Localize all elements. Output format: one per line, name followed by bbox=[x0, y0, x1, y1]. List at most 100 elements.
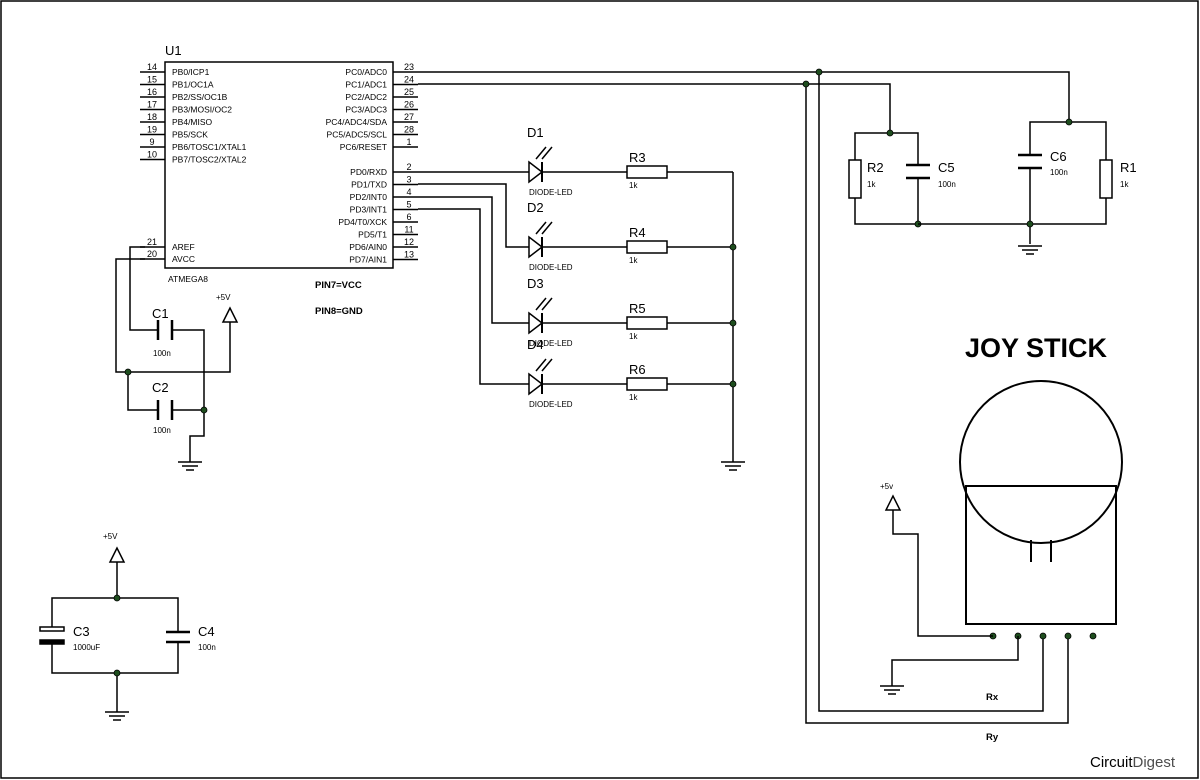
supply-decoupling: +5V C3 1000uF C4 100n bbox=[39, 532, 216, 721]
mcu-pin-number: 19 bbox=[147, 125, 157, 135]
c6-value: 100n bbox=[1050, 168, 1068, 177]
label-ry: Ry bbox=[986, 732, 999, 743]
resistor-ref: R4 bbox=[629, 225, 646, 240]
mcu-pin-number: 18 bbox=[147, 112, 157, 122]
r2-ref: R2 bbox=[867, 160, 884, 175]
junction bbox=[200, 406, 208, 414]
resistor-value: 1k bbox=[629, 181, 638, 190]
brand-logo: CircuitDigest bbox=[1090, 754, 1176, 771]
mcu-pin-number: 28 bbox=[404, 125, 414, 135]
led-resistor-body bbox=[626, 377, 668, 391]
c1-ref: C1 bbox=[152, 306, 169, 321]
mcu-pin-number: 21 bbox=[147, 237, 157, 247]
label-rx: Rx bbox=[986, 692, 999, 703]
mcu-pin-name: AVCC bbox=[172, 254, 195, 264]
ground-symbol-leds bbox=[721, 461, 745, 471]
mcu-pin-name: PC2/ADC2 bbox=[345, 92, 387, 102]
led-resistor-body bbox=[626, 316, 668, 330]
c5-value: 100n bbox=[938, 180, 956, 189]
mcu-pin-name: AREF bbox=[172, 242, 195, 252]
c3-plate-neg bbox=[39, 639, 65, 645]
led-diode-icon bbox=[528, 372, 544, 396]
joystick-pin-rx bbox=[1039, 632, 1047, 640]
wire-pd2 bbox=[418, 196, 520, 324]
c4-ref: C4 bbox=[198, 624, 215, 639]
mcu-part: ATMEGA8 bbox=[168, 274, 208, 284]
wire-filter-gnd bbox=[918, 223, 1031, 244]
mcu-pin-name: PD7/AIN1 bbox=[349, 255, 387, 265]
c2-ref: C2 bbox=[152, 380, 169, 395]
mcu-pin-name: PD4/T0/XCK bbox=[338, 217, 387, 227]
wire-pc0 bbox=[418, 71, 1070, 122]
junction bbox=[113, 669, 121, 677]
wire-r2c5-top bbox=[854, 132, 919, 165]
joystick-pin-ry bbox=[1064, 632, 1072, 640]
wire-bottom-rail bbox=[51, 642, 179, 674]
junction bbox=[124, 368, 132, 376]
r1-value: 1k bbox=[1120, 180, 1129, 189]
led-light-arrow-icon bbox=[535, 297, 547, 311]
supply-label-avcc: +5V bbox=[216, 293, 231, 302]
led-resistor-body bbox=[626, 240, 668, 254]
ground-symbol-filters bbox=[1018, 245, 1042, 255]
mcu-pin-number: 2 bbox=[406, 162, 411, 172]
led-light-arrow-icon bbox=[535, 358, 547, 372]
ground-symbol-joystick bbox=[880, 685, 904, 695]
wire-top-rail bbox=[51, 597, 179, 632]
mcu-pin-name: PC3/ADC3 bbox=[345, 105, 387, 115]
r1-ref: R1 bbox=[1120, 160, 1137, 175]
led-light-arrow-icon bbox=[541, 146, 553, 160]
junction bbox=[113, 594, 121, 602]
mcu-pin-name: PC5/ADC5/SCL bbox=[327, 130, 388, 140]
c3-value: 1000uF bbox=[73, 643, 100, 652]
led-ref: D3 bbox=[527, 276, 544, 291]
joystick-pin-sw bbox=[1089, 632, 1097, 640]
junction bbox=[886, 129, 894, 137]
wire-c6r1-bottom bbox=[1029, 168, 1107, 225]
resistor-value: 1k bbox=[629, 256, 638, 265]
mcu-pin-name: PB6/TOSC1/XTAL1 bbox=[172, 142, 247, 152]
junction bbox=[729, 243, 737, 251]
joystick-base bbox=[965, 485, 1117, 625]
mcu-pin-number: 11 bbox=[404, 225, 413, 235]
ground-symbol-supply bbox=[105, 711, 129, 721]
brand-part1: Circuit bbox=[1090, 754, 1133, 771]
wire-c1-gnd bbox=[172, 329, 205, 462]
mcu-pin-name: PB7/TOSC2/XTAL2 bbox=[172, 155, 247, 165]
mcu-pin-number: 15 bbox=[147, 75, 157, 85]
mcu-pin-name: PC1/ADC1 bbox=[345, 80, 387, 90]
mcu-pin-number: 4 bbox=[406, 187, 411, 197]
mcu-pin-name: PB5/SCK bbox=[172, 130, 208, 140]
mcu-pin-number: 3 bbox=[406, 175, 411, 185]
brand-part2: Digest bbox=[1133, 754, 1176, 771]
mcu-pin-number: 5 bbox=[406, 200, 411, 210]
mcu-pin-name: PB2/SS/OC1B bbox=[172, 92, 228, 102]
mcu-pin-name: PC6/RESET bbox=[340, 142, 387, 152]
c2-value: 100n bbox=[153, 426, 171, 435]
vcc-arrow-icon bbox=[108, 546, 126, 563]
resistor-ref: R5 bbox=[629, 301, 646, 316]
r2-value: 1k bbox=[867, 180, 876, 189]
mcu-pin-number: 27 bbox=[404, 112, 414, 122]
c4-value: 100n bbox=[198, 643, 216, 652]
junction bbox=[729, 319, 737, 327]
mcu-pin-name: PD1/TXD bbox=[351, 180, 387, 190]
resistor-value: 1k bbox=[629, 393, 638, 402]
led-rows: D1DIODE-LEDR31kD2DIODE-LEDR41kD3DIODE-LE… bbox=[520, 125, 733, 409]
led-ref: D2 bbox=[527, 200, 544, 215]
mcu-pin-number: 26 bbox=[404, 100, 414, 110]
c5-ref: C5 bbox=[938, 160, 955, 175]
wire-adc1-to-joystick bbox=[805, 84, 1069, 724]
led-part-label: DIODE-LED bbox=[529, 339, 573, 348]
r2-body bbox=[848, 159, 862, 199]
wire-aref bbox=[129, 246, 158, 331]
r1-body bbox=[1099, 159, 1113, 199]
led-light-arrow-icon bbox=[535, 146, 547, 160]
led-diode-icon bbox=[528, 160, 544, 184]
analog-ref-section: C1 100n C2 100n +5V bbox=[115, 246, 239, 471]
led-section: D1DIODE-LEDR31kD2DIODE-LEDR41kD3DIODE-LE… bbox=[418, 125, 745, 471]
